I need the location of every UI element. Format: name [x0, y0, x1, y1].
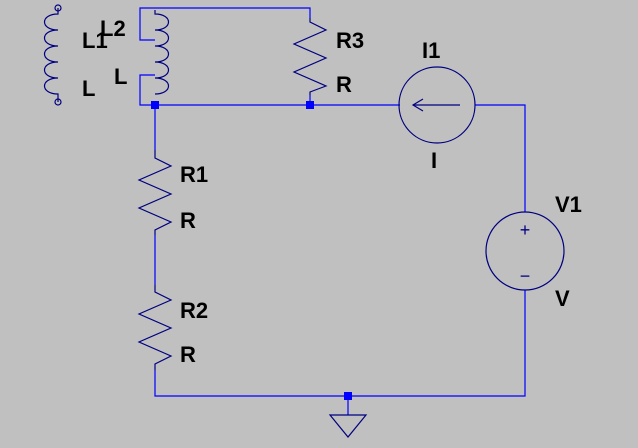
resistor-r1[interactable]: [137, 150, 173, 235]
r3-ref-label: R3: [336, 28, 364, 53]
i1-ref-label: I1: [422, 38, 440, 63]
v1-plus-sign: +: [520, 220, 531, 240]
current-source-i1[interactable]: [398, 66, 476, 144]
wire-l2-bottom[interactable]: [139, 74, 155, 106]
wire-l2-top[interactable]: [139, 7, 311, 41]
wire-i1-right[interactable]: [475, 104, 526, 212]
l2-ref-label: L2: [100, 16, 126, 41]
resistor-r3[interactable]: [292, 18, 328, 95]
r3-value-label: R: [336, 72, 352, 97]
inductor-l1[interactable]: [43, 4, 62, 106]
i1-value-label: I: [431, 148, 437, 173]
wires: [139, 7, 526, 415]
i1-arrow-head-icon: [411, 98, 424, 112]
voltage-source-v1[interactable]: [485, 211, 565, 291]
ground-icon: [328, 414, 368, 438]
l2-value-label: L: [114, 64, 127, 89]
l1-ref-label: L1: [82, 28, 108, 53]
r1-value-label: R: [180, 208, 196, 233]
r1-ref-label: R1: [180, 162, 208, 187]
junction-left-node[interactable]: [151, 101, 159, 109]
l1-phase-dot-bottom: [54, 98, 62, 106]
resistor-r2[interactable]: [137, 285, 173, 370]
l1-value-label: L: [82, 76, 95, 101]
junction-r3-node[interactable]: [306, 101, 314, 109]
v1-ref-label: V1: [555, 192, 582, 217]
junction-ground-node[interactable]: [344, 392, 352, 400]
wire-v1-bottom[interactable]: [154, 290, 526, 397]
v1-value-label: V: [555, 286, 570, 311]
inductor-l2[interactable]: [154, 10, 170, 95]
l1-phase-dot-top: [54, 4, 62, 12]
r2-value-label: R: [180, 342, 196, 367]
r2-ref-label: R2: [180, 298, 208, 323]
v1-minus-sign: −: [520, 266, 531, 286]
